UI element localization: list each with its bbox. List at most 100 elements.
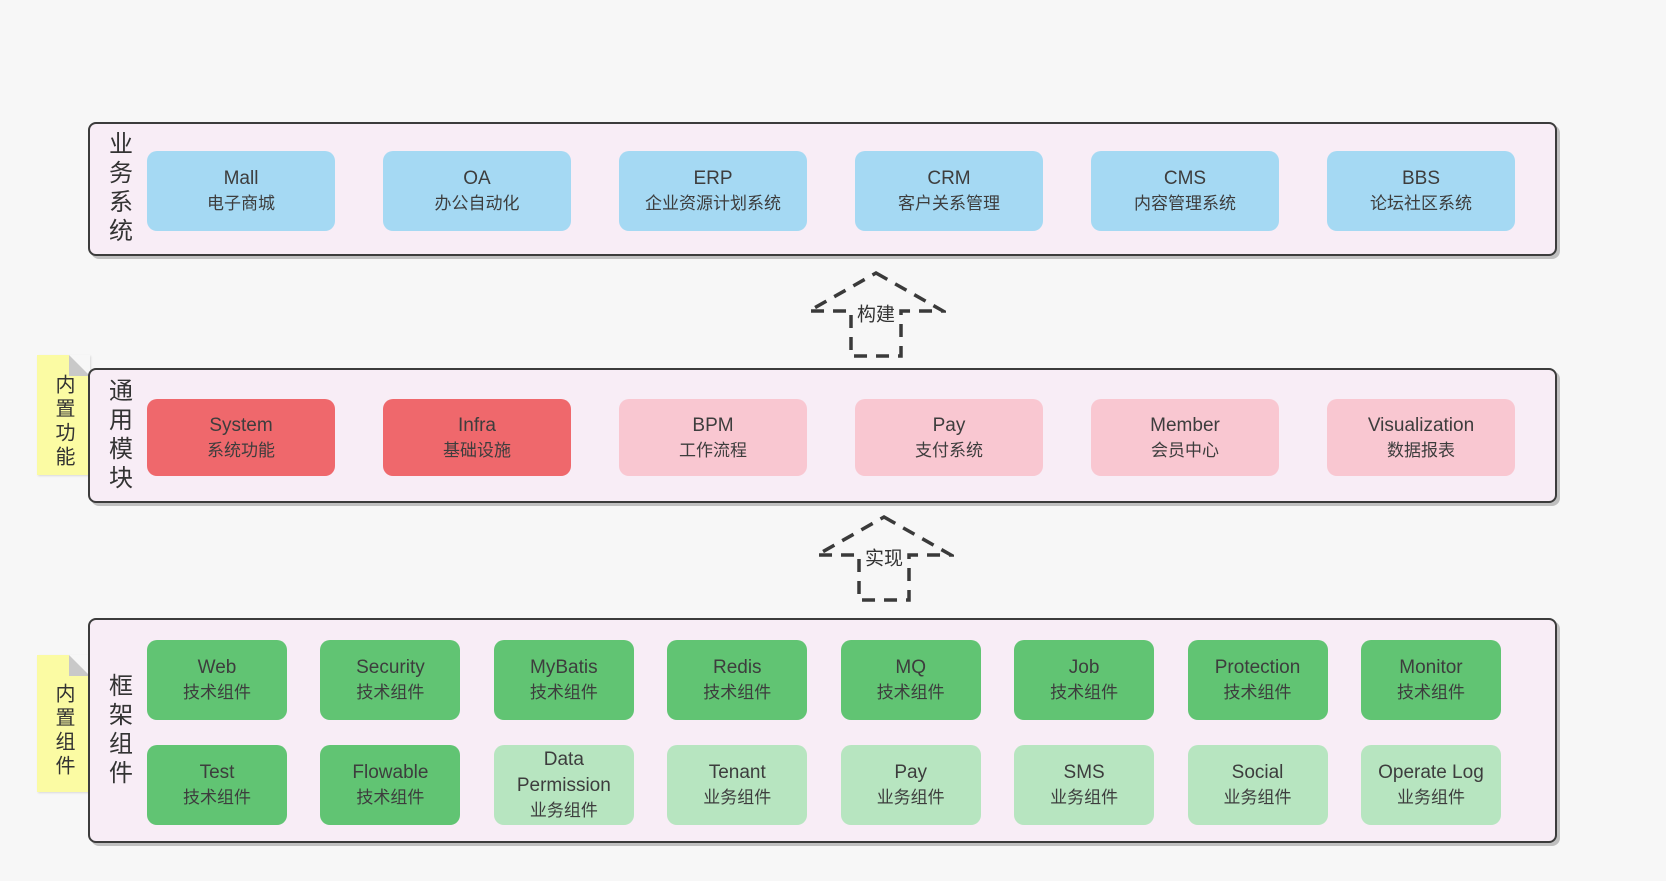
box-subtitle: 基础设施	[443, 440, 511, 460]
module-box-operate-log: Operate Log 业务组件	[1360, 745, 1501, 825]
arrow-implement-label: 实现	[861, 542, 907, 572]
box-title: Pay	[932, 414, 966, 436]
module-box-visualization: Visualization 数据报表	[1327, 399, 1515, 476]
box-title: CMS	[1163, 168, 1207, 190]
box-subtitle: 技术组件	[1223, 683, 1292, 703]
box-title: Member	[1150, 414, 1220, 436]
module-box-tenant: Tenant 业务组件	[667, 745, 808, 825]
box-subtitle: 数据报表	[1387, 440, 1455, 460]
box-title: BBS	[1401, 168, 1441, 190]
box-title: Job	[1068, 657, 1100, 679]
module-box-flowable: Flowable 技术组件	[320, 745, 461, 825]
module-box-mall: Mall 电子商城	[147, 151, 335, 231]
box-title: Tenant	[708, 762, 766, 784]
arrow-up-icon	[806, 270, 946, 358]
box-title: Social	[1231, 762, 1284, 784]
box-title: Pay	[894, 762, 928, 784]
module-box-pay: Pay 业务组件	[840, 745, 981, 825]
box-subtitle: 客户关系管理	[898, 194, 1000, 214]
module-box-bbs: BBS 论坛社区系统	[1327, 151, 1515, 231]
module-box-web: Web 技术组件	[147, 640, 287, 720]
box-title: MyBatis	[530, 657, 598, 679]
box-title: Redis	[712, 657, 762, 679]
box-title: Visualization	[1367, 414, 1475, 436]
box-title: Security	[356, 657, 425, 679]
box-subtitle: 技术组件	[356, 683, 425, 703]
box-subtitle: 技术组件	[703, 683, 772, 703]
module-box-oa: OA 办公自动化	[383, 151, 571, 231]
box-title: Protection	[1214, 657, 1301, 679]
module-box-social: Social 业务组件	[1187, 745, 1328, 825]
band-business-systems: 业务系统 Mall 电子商城 OA 办公自动化 ERP 企业资源计划系统 CRM 客户关系管理…	[88, 122, 1557, 256]
box-title: System	[209, 414, 273, 436]
module-box-member: Member 会员中心	[1091, 399, 1279, 476]
box-subtitle: 技术组件	[1050, 683, 1119, 703]
box-subtitle: 系统功能	[207, 440, 275, 460]
box-subtitle: 技术组件	[183, 788, 251, 808]
sticky-note-text: 内置组件	[52, 682, 74, 779]
business-systems-row: Mall 电子商城 OA 办公自动化 ERP 企业资源计划系统 CRM 客户关系管理 CMS 内容…	[147, 151, 1515, 231]
module-box-bpm: BPM 工作流程	[619, 399, 807, 476]
box-subtitle: 企业资源计划系统	[645, 194, 781, 214]
box-subtitle: 业务组件	[1223, 788, 1292, 808]
box-subtitle: 技术组件	[183, 683, 251, 703]
box-subtitle: 业务组件	[703, 788, 772, 808]
module-box-crm: CRM 客户关系管理	[855, 151, 1043, 231]
arrow-build: 构建	[806, 270, 946, 360]
box-title: BPM	[692, 414, 734, 436]
module-box-erp: ERP 企业资源计划系统	[619, 151, 807, 231]
box-title: ERP	[693, 168, 733, 190]
box-subtitle: 业务组件	[529, 801, 598, 821]
band-common-modules-label: 通用模块	[104, 377, 132, 494]
box-subtitle: 内容管理系统	[1134, 194, 1236, 214]
box-title: Infra	[457, 414, 497, 436]
box-subtitle: 论坛社区系统	[1370, 194, 1472, 214]
box-subtitle: 业务组件	[1050, 788, 1119, 808]
arrow-implement: 实现	[814, 514, 954, 604]
module-box-system: System 系统功能	[147, 399, 335, 476]
module-box-cms: CMS 内容管理系统	[1091, 151, 1279, 231]
box-title: Mall	[223, 168, 259, 190]
sticky-note-built-in-components: 内置组件	[37, 655, 90, 792]
box-subtitle: 业务组件	[876, 788, 945, 808]
sticky-note-text: 内置功能	[52, 374, 74, 470]
box-subtitle: 电子商城	[207, 194, 275, 214]
box-subtitle: 支付系统	[915, 440, 983, 460]
band-framework-components-label: 框架组件	[104, 672, 132, 789]
box-title: MQ	[895, 657, 926, 679]
box-subtitle: 业务组件	[1396, 788, 1465, 808]
module-box-security: Security 技术组件	[320, 640, 461, 720]
module-box-mybatis: MyBatis 技术组件	[493, 640, 634, 720]
module-box-pay: Pay 支付系统	[855, 399, 1043, 476]
box-title: Flowable	[352, 762, 429, 784]
box-subtitle: 技术组件	[356, 788, 425, 808]
arrow-build-label: 构建	[853, 298, 899, 328]
band-business-systems-label: 业务系统	[104, 131, 132, 247]
box-subtitle: 技术组件	[529, 683, 598, 703]
box-title: CRM	[927, 168, 971, 190]
box-subtitle: 办公自动化	[434, 194, 520, 214]
box-title: Operate Log	[1378, 762, 1484, 784]
box-title: OA	[463, 168, 491, 190]
band-common-modules: 通用模块 System 系统功能 Infra 基础设施 BPM 工作流程 Pay 支付系统 Me…	[88, 368, 1557, 503]
box-subtitle: 会员中心	[1151, 440, 1219, 460]
module-box-sms: SMS 业务组件	[1014, 745, 1155, 825]
module-box-redis: Redis 技术组件	[667, 640, 808, 720]
box-title: SMS	[1063, 762, 1105, 784]
box-subtitle: 工作流程	[679, 440, 747, 460]
module-box-protection: Protection 技术组件	[1187, 640, 1328, 720]
module-box-infra: Infra 基础设施	[383, 399, 571, 476]
module-box-job: Job 技术组件	[1014, 640, 1155, 720]
arrow-up-icon	[814, 514, 954, 602]
sticky-note-built-in-features: 内置功能	[37, 355, 90, 475]
box-subtitle: 技术组件	[1396, 683, 1465, 703]
box-title: Test	[199, 762, 235, 784]
box-title: Web	[197, 657, 237, 679]
